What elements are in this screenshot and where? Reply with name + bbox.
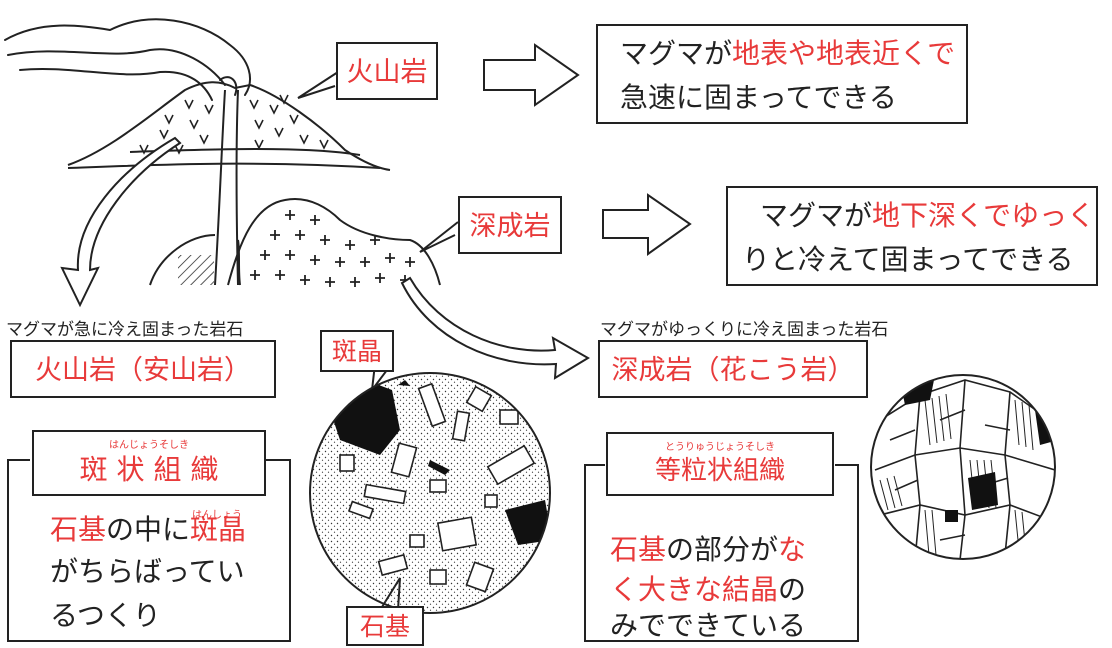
equigranular-title-box: とうりゅうじょうそしき 等粒状組織 xyxy=(606,432,834,496)
porphyritic-frame xyxy=(7,459,291,642)
equigranular-description-3: みでできている xyxy=(610,609,807,642)
andesite-sample xyxy=(310,373,550,613)
volcanic-example-box: 火山岩（安山岩） xyxy=(10,340,276,398)
equigranular-description-1: 石基の部分がな xyxy=(610,533,807,566)
tail-plutonic xyxy=(419,221,459,253)
volcanic-sample-arrow xyxy=(60,136,182,308)
phenocryst-label: 斑晶 xyxy=(320,330,394,372)
volcanic-description: マグマが地表や地表近くで 急速に固まってできる xyxy=(596,24,968,124)
porphyritic-description-1: 石基の中に斑晶 xyxy=(50,513,247,546)
plutonic-caption: マグマがゆっくりに冷え固まった岩石 xyxy=(600,320,889,340)
v-marks xyxy=(139,94,329,155)
tail-volcanic xyxy=(297,71,339,99)
groundmass-label: 石基 xyxy=(346,606,424,646)
volcano xyxy=(67,81,441,286)
arrow-right-1 xyxy=(483,43,580,107)
porphyritic-description-2: がちらばってい xyxy=(50,555,245,588)
arrow-right-2 xyxy=(602,193,692,256)
plus-marks xyxy=(250,210,415,287)
volcanic-caption: マグマが急に冷え固まった岩石 xyxy=(6,320,244,340)
equigranular-frame xyxy=(584,464,859,642)
smoke-cloud xyxy=(4,18,251,101)
plutonic-rock-label: 深成岩 xyxy=(458,196,562,254)
volcanic-rock-label: 火山岩 xyxy=(336,42,438,100)
phenocryst-ruby: はんしょう xyxy=(192,510,242,521)
plutonic-sample-arrow xyxy=(400,276,590,380)
equigranular-description-2: く大きな結晶の xyxy=(610,573,807,606)
plutonic-example-box: 深成岩（花こう岩） xyxy=(598,340,868,398)
porphyritic-title-box: はんじょうそしき 斑 状 組 織 xyxy=(32,430,266,496)
porphyritic-description-3: るつくり xyxy=(50,599,161,632)
plutonic-description: マグマが地下深くでゆっく りと冷えて固まってできる xyxy=(726,186,1098,286)
